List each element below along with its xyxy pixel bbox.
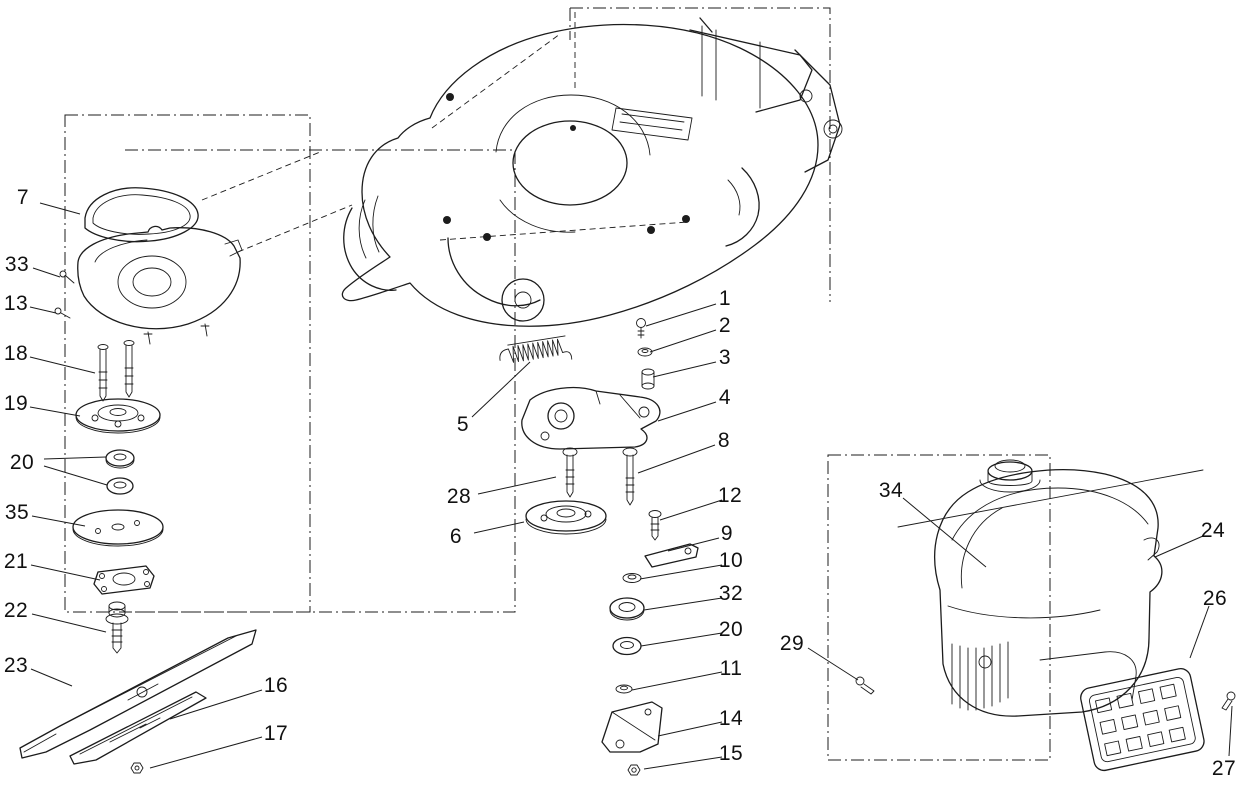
callout-13: 13: [3, 292, 29, 315]
callout-20-left: 20: [9, 451, 35, 474]
callout-8: 8: [717, 429, 731, 452]
part-screw-12: [648, 510, 662, 541]
engine-detail-line: [897, 469, 1204, 528]
callout-1: 1: [718, 287, 732, 310]
part-accelerator-16: [69, 691, 207, 765]
part-screw-27: [1221, 691, 1236, 711]
callout-14: 14: [718, 707, 744, 730]
part-bracket-14: [601, 701, 663, 753]
callout-26: 26: [1202, 587, 1228, 610]
part-brake-plate-4: [521, 386, 661, 450]
part-mounting-screws-18: [97, 340, 135, 402]
callout-18: 18: [3, 342, 29, 365]
leader-lines: [29, 202, 1233, 770]
part-blade-driver-21: [93, 565, 155, 595]
callout-15: 15: [718, 742, 744, 765]
callout-6: 6: [449, 525, 463, 548]
part-screw-1: [636, 318, 646, 339]
callout-17: 17: [263, 722, 289, 745]
callout-35: 35: [4, 501, 30, 524]
part-washer-11: [615, 684, 633, 694]
part-muffler-guard-26: [1080, 668, 1205, 772]
callout-3: 3: [718, 346, 732, 369]
part-pulley-6: [525, 500, 607, 535]
callout-11: 11: [719, 657, 743, 680]
callout-23: 23: [3, 654, 29, 677]
part-blade-23: [19, 629, 257, 759]
callout-28: 28: [446, 485, 472, 508]
callout-24: 24: [1200, 519, 1226, 542]
part-bolt-8: [622, 447, 638, 506]
part-deck-housing: [201, 12, 843, 327]
callout-29: 29: [779, 632, 805, 655]
callout-22: 22: [3, 599, 29, 622]
callout-4: 4: [718, 386, 732, 409]
part-belt-cover: [54, 225, 243, 345]
part-pulley-19: [75, 398, 161, 434]
part-bearing-20-right: [612, 636, 642, 656]
part-blade-bolt-22: [105, 601, 129, 654]
part-washer-10: [622, 573, 642, 583]
part-bolt-28: [562, 447, 578, 498]
part-nut-15: [627, 764, 641, 776]
callout-34: 34: [878, 479, 904, 502]
part-nut-17: [130, 762, 144, 774]
part-drive-belt: [84, 187, 199, 243]
callout-12: 12: [717, 484, 743, 507]
part-engine: [897, 459, 1204, 717]
part-bracket-9: [644, 543, 699, 568]
part-screw-29: [855, 676, 875, 695]
callout-21: 21: [3, 550, 29, 573]
callout-33: 33: [4, 253, 30, 276]
callout-16: 16: [263, 674, 289, 697]
part-bearing-housing-32: [609, 597, 645, 621]
callout-27: 27: [1211, 757, 1237, 780]
callout-20-right: 20: [718, 618, 744, 641]
part-bearings-20-left: [105, 449, 135, 495]
part-washer-2: [637, 347, 653, 357]
boundary-boxes: [64, 7, 1051, 761]
callout-2: 2: [718, 314, 732, 337]
callout-7: 7: [16, 186, 30, 209]
callout-32: 32: [718, 582, 744, 605]
callout-19: 19: [3, 392, 29, 415]
part-plate-35: [72, 509, 164, 547]
callout-10: 10: [718, 549, 744, 572]
part-spacer-3: [641, 368, 655, 390]
part-spring-5: [499, 335, 573, 363]
callout-9: 9: [720, 522, 734, 545]
callout-5: 5: [456, 413, 470, 436]
